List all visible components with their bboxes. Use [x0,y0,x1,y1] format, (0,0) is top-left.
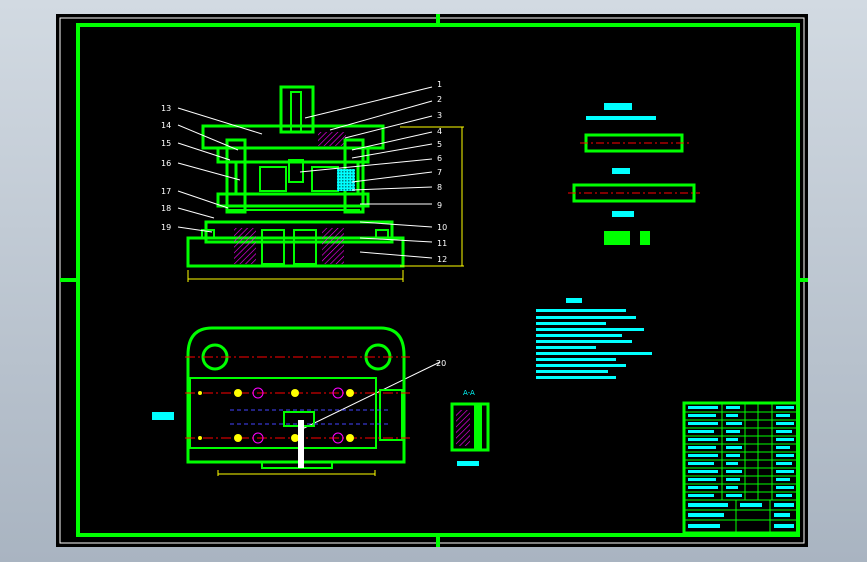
part-no-11: 11 [437,239,447,248]
front-view-dimensions [187,126,464,282]
section-hatch [456,410,470,446]
part-no-8: 8 [437,183,442,192]
detail-title-2 [612,168,630,174]
part-no-14: 14 [161,121,171,130]
detail-title-3 [612,211,634,217]
part-no-4: 4 [437,127,442,136]
part-no-2: 2 [437,95,442,104]
part-no-18: 18 [161,204,171,213]
lower-hatch-right [322,228,344,264]
die-shoe-top [204,220,394,244]
punch [288,159,304,183]
top-view-outline [186,326,406,464]
drawing-sheet [56,14,808,547]
callout-leaders [177,86,441,431]
title-cells [684,500,798,533]
detail-note-1 [586,116,656,120]
parts-list-text [688,406,794,497]
detail-title-1 [604,103,632,110]
part-no-13: 13 [161,104,171,113]
part-no-1: 1 [437,80,442,89]
top-view-details [152,356,410,476]
part-no-3: 3 [437,111,442,120]
title-block[interactable] [682,401,800,535]
part-no-20: 20 [436,359,446,368]
lower-die-shoe [186,236,405,268]
section-core [474,404,482,450]
stripper-outline [189,377,377,449]
side-stop [379,389,403,441]
part-no-10: 10 [437,223,447,232]
part-detail-views[interactable] [568,103,700,245]
section-outline [450,402,490,452]
workpiece [604,231,630,245]
workpiece-side [640,231,650,245]
stripper-cavity-left [259,166,287,192]
title-text [688,503,794,528]
part-no-17: 17 [161,187,171,196]
part-no-9: 9 [437,201,442,210]
section-note [457,461,479,466]
spring-section [337,169,355,191]
front-view[interactable] [186,85,405,268]
upper-plate-hatch [318,132,346,146]
part-no-6: 6 [437,154,442,163]
part-no-7: 7 [437,168,442,177]
die-plate [216,192,370,208]
part-number-labels: 1 2 3 4 5 6 7 8 9 10 11 12 13 14 15 16 1… [161,80,447,368]
part-no-15: 15 [161,139,171,148]
part-no-16: 16 [161,159,171,168]
centering-marks [60,14,808,547]
lower-hatch-left [234,228,256,264]
section-label: A-A [463,389,475,397]
part-no-12: 12 [437,255,447,264]
parts-list [684,403,798,501]
technical-notes [536,298,652,379]
shank-bore [290,91,302,133]
section-a-a[interactable]: A-A [450,389,490,466]
part-no-19: 19 [161,223,171,232]
part-no-5: 5 [437,140,442,149]
